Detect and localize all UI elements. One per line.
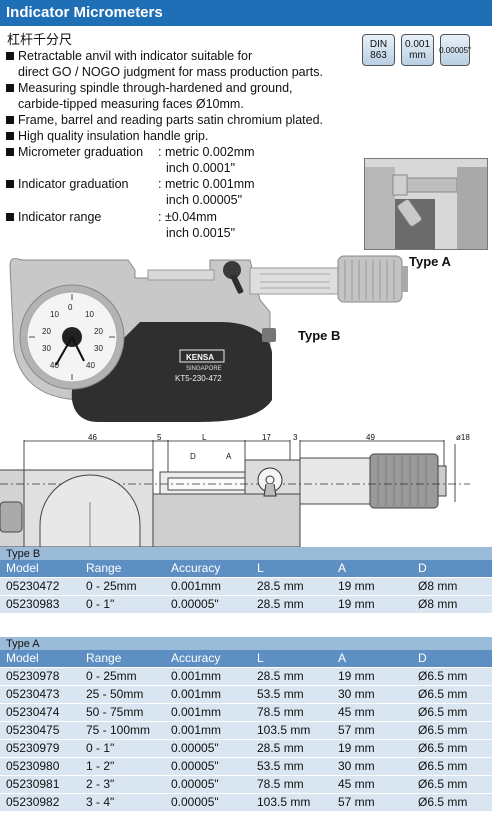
dial-number: 20: [94, 327, 103, 336]
brand-logo: KENSA: [186, 353, 214, 362]
type-a-label: Type A: [409, 254, 451, 269]
table-group-label: Type A: [0, 637, 492, 650]
spec-indicator-range-inch: inch 0.0015": [166, 226, 236, 240]
dim-17: 17: [262, 433, 271, 442]
spec-micrometer-graduation: Micrometer graduation: metric 0.002mm: [5, 144, 360, 160]
spec-indicator-range: Indicator range: ±0.04mm: [5, 209, 360, 225]
table-group-label: Type B: [0, 547, 492, 560]
feature-item: Measuring spindle through-hardened and g…: [5, 80, 360, 96]
feature-item-cont: carbide-tipped measuring faces Ø10mm.: [18, 97, 244, 111]
brand-subtext: SINGAPORE: [186, 366, 222, 372]
dial-number: 40: [86, 361, 95, 370]
dial-number: 30: [94, 344, 103, 353]
spec-micrometer-graduation-inch: inch 0.0001": [166, 161, 236, 175]
dial-number: 30: [42, 344, 51, 353]
feature-item: Retractable anvil with indicator suitabl…: [5, 48, 360, 64]
dial-number: 0: [68, 303, 73, 312]
dial-number: 40: [50, 361, 59, 370]
model-code: KT5-230-472: [175, 374, 222, 383]
dim-5: 5: [157, 433, 162, 442]
inch-graduation-badge: 0.00005": [439, 34, 471, 66]
feature-item-cont: direct GO / NOGO judgment for mass produ…: [18, 65, 323, 79]
dial-number: 10: [50, 310, 59, 319]
dim-3: 3: [293, 433, 298, 442]
dial-number: 20: [42, 327, 51, 336]
feature-item: Frame, barrel and reading parts satin ch…: [5, 112, 360, 128]
dim-49: 49: [366, 433, 375, 442]
page-title: Indicator Micrometers: [0, 0, 492, 26]
micrometer-photo: 0 10 20 30 40 10 20 30 40 KENSA SINGAPOR…: [9, 255, 408, 422]
dim-l: L: [202, 433, 207, 442]
type-b-label: Type B: [298, 328, 341, 343]
dim-46: 46: [88, 433, 97, 442]
type-a-inset-photo: [364, 158, 488, 250]
feature-list: Retractable anvil with indicator suitabl…: [5, 48, 360, 241]
dim-diameter-18: ø18: [456, 433, 470, 442]
chinese-subtitle: 杠杆千分尺: [7, 32, 73, 47]
dimension-drawing: 46 5 L 17 3 49 ø18 D A: [0, 430, 492, 547]
dial-number: 10: [85, 310, 94, 319]
feature-item: High quality insulation handle grip.: [5, 128, 360, 144]
label-a: A: [226, 452, 232, 461]
spec-indicator-graduation: Indicator graduation: metric 0.001mm: [5, 176, 360, 192]
label-d: D: [190, 452, 196, 461]
spec-indicator-graduation-inch: inch 0.00005": [166, 193, 243, 207]
